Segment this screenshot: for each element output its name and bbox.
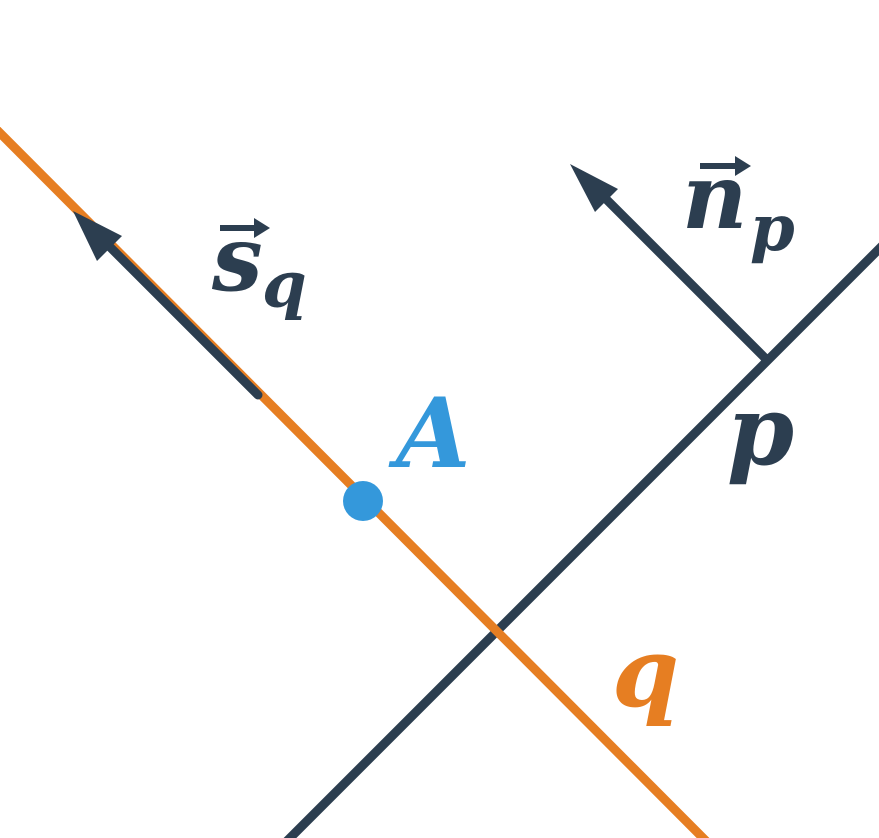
line-p-label: p bbox=[727, 374, 794, 487]
direction-vector-label-sub: q bbox=[262, 248, 307, 323]
point-a-label: A bbox=[388, 377, 470, 490]
line-p bbox=[283, 242, 879, 838]
line-q-label: q bbox=[612, 616, 679, 729]
point-a bbox=[343, 481, 383, 521]
normal-vector-label-sub: p bbox=[750, 191, 795, 266]
normal-vector-label: n p bbox=[682, 144, 795, 266]
normal-vector-overarrow-icon bbox=[700, 156, 751, 176]
normal-vector-arrowhead bbox=[570, 164, 618, 212]
direction-vector-arrowhead bbox=[73, 211, 122, 261]
direction-vector-label: s q bbox=[211, 206, 307, 323]
direction-vector-overarrow-icon bbox=[220, 218, 270, 238]
direction-vector-sq bbox=[95, 232, 263, 400]
normal-vector-np bbox=[594, 187, 769, 362]
